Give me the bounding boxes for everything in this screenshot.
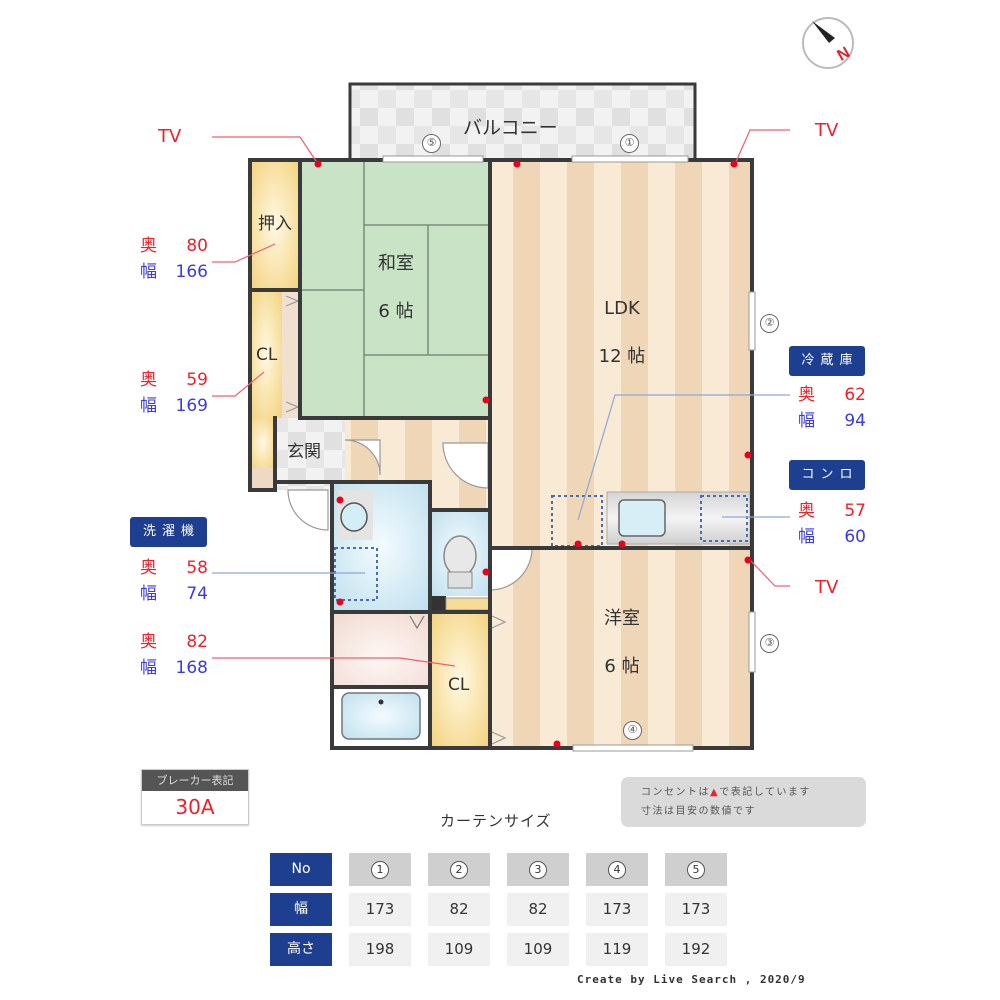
header-width: 幅 xyxy=(270,893,332,926)
curtain-height-3: 109 xyxy=(507,933,569,966)
outlet-triangle-icon: ▲ xyxy=(710,787,720,798)
legend-note: コンセントは▲で表記しています 寸法は目安の数値です xyxy=(621,777,866,827)
curtain-height-5: 192 xyxy=(665,933,727,966)
compass-north-icon: N xyxy=(802,17,854,69)
curtain-width-4: 173 xyxy=(586,893,648,926)
window-2-marker: ② xyxy=(760,314,779,333)
washer-tag: 洗濯機 xyxy=(130,517,207,547)
breaker-header: ブレーカー表記 xyxy=(142,770,248,791)
youshitsu-size: 6 帖 xyxy=(604,656,640,677)
curtain-row-no: No 1 2 3 4 5 xyxy=(270,853,744,886)
curtain-title: カーテンサイズ xyxy=(440,812,552,830)
ldk-name: LDK xyxy=(604,298,640,319)
curtain-width-5: 173 xyxy=(665,893,727,926)
curtain-row-height: 高さ 198 109 109 119 192 xyxy=(270,933,744,966)
curtain-width-2: 82 xyxy=(428,893,490,926)
tv-label-ldk: TV xyxy=(815,120,839,141)
window-4-marker: ④ xyxy=(623,721,642,740)
curtain-width-1: 173 xyxy=(349,893,411,926)
curtain-width-3: 82 xyxy=(507,893,569,926)
window-3-marker: ③ xyxy=(760,634,779,653)
genkan-label: 玄関 xyxy=(287,442,321,462)
balcony-label: バルコニー xyxy=(463,117,558,139)
breaker-value: 30A xyxy=(142,791,248,824)
curtain-height-2: 109 xyxy=(428,933,490,966)
youshitsu-name: 洋室 xyxy=(604,608,640,629)
curtain-no-5: 5 xyxy=(687,860,705,879)
ldk-size: 12 帖 xyxy=(598,346,646,367)
curtain-row-width: 幅 173 82 82 173 173 xyxy=(270,893,744,926)
washitsu-size: 6 帖 xyxy=(378,301,414,322)
tv-label-washitsu: TV xyxy=(158,126,182,147)
curtain-no-2: 2 xyxy=(450,860,468,879)
window-5-marker: ⑤ xyxy=(422,134,441,153)
outlet-markers xyxy=(314,160,752,748)
curtain-size-table: No 1 2 3 4 5 幅 173 82 82 173 173 高さ 198 … xyxy=(270,853,744,973)
cl-lower-label: CL xyxy=(448,675,470,695)
header-no: No xyxy=(270,853,332,886)
header-height: 高さ xyxy=(270,933,332,966)
curtain-height-4: 119 xyxy=(586,933,648,966)
washitsu-name: 和室 xyxy=(378,253,414,274)
curtain-no-1: 1 xyxy=(371,860,389,879)
washitsu-room: 和室 6 帖 xyxy=(358,240,434,336)
curtain-no-4: 4 xyxy=(608,860,626,879)
curtain-height-1: 198 xyxy=(349,933,411,966)
ldk-room: LDK 12 帖 xyxy=(582,285,662,381)
youshitsu-room: 洋室 6 帖 xyxy=(582,595,662,691)
breaker-box: ブレーカー表記 30A xyxy=(141,769,249,825)
fridge-tag: 冷蔵庫 xyxy=(789,346,865,376)
credit-text: Create by Live Search , 2020/9 xyxy=(577,973,806,986)
tv-label-youshitsu: TV xyxy=(815,577,839,598)
curtain-no-3: 3 xyxy=(529,860,547,879)
window-1-marker: ① xyxy=(620,134,639,153)
cl-upper-label: CL xyxy=(256,345,278,365)
stove-tag: コンロ xyxy=(789,460,865,490)
oshiire-label: 押入 xyxy=(258,214,292,234)
